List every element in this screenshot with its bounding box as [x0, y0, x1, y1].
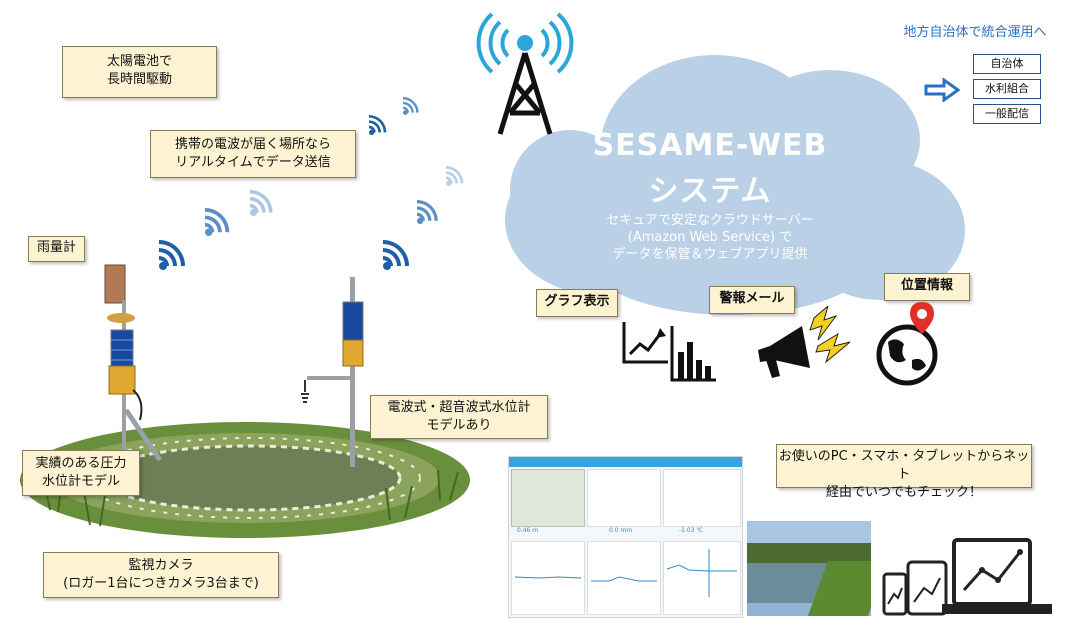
photo-trees	[747, 543, 871, 563]
alert-feature-label: 警報メール	[709, 286, 795, 314]
cell-tower-icon	[476, 12, 574, 135]
solar-label: 太陽電池で 長時間駆動	[62, 46, 217, 98]
integration-item-water-assoc: 水利組合	[973, 79, 1041, 99]
rain-gauge-label: 雨量計	[28, 236, 85, 262]
dashboard-screenshot: 0.46 m 0.0 mm -1.03 ℃	[508, 456, 743, 618]
realtime-label-line1: 携帯の電波が届く場所なら	[174, 137, 331, 152]
integration-item-local-gov: 自治体	[973, 54, 1041, 74]
camera-label-line1: 監視カメラ	[128, 558, 194, 573]
signal-icon	[446, 166, 464, 186]
graph-icon	[622, 322, 716, 382]
devices-check-line1: お使いのPC・スマホ・タブレットからネット	[778, 449, 1030, 482]
rain-gauge-station	[104, 264, 163, 470]
integration-item-public: 一般配信	[973, 104, 1041, 124]
megaphone-icon	[758, 306, 851, 378]
signal-icon	[369, 115, 387, 135]
pressure-model-line1: 実績のある圧力	[35, 456, 127, 471]
dashboard-value-1: 0.46 m	[517, 527, 539, 534]
devices-check-label: お使いのPC・スマホ・タブレットからネット 経由でいつでもチェック！	[776, 444, 1032, 500]
cloud-shape	[505, 55, 965, 315]
pressure-model-label: 実績のある圧力 水位計モデル	[22, 450, 140, 496]
arrow-right-icon	[924, 78, 960, 102]
location-feature-label: 位置情報	[884, 273, 970, 301]
dashboard-table	[587, 469, 661, 527]
camera-label-line2: (ロガー1台につきカメラ3台まで)	[63, 576, 259, 591]
signal-icon	[417, 200, 438, 224]
dashboard-value-3: -1.03 ℃	[679, 527, 704, 534]
graph-feature-label: グラフ表示	[536, 289, 618, 317]
dashboard-header	[509, 457, 742, 467]
signal-icon	[205, 208, 230, 236]
signal-icon	[250, 190, 273, 216]
radio-gauge-station	[301, 277, 364, 467]
dashboard-value-2: 0.0 mm	[609, 527, 633, 534]
camera-label: 監視カメラ (ロガー1台につきカメラ3台まで)	[43, 552, 279, 598]
pressure-model-line2: 水位計モデル	[41, 474, 120, 489]
radio-model-line2: モデルあり	[426, 418, 492, 433]
devices-check-line2: 経由でいつでもチェック！	[825, 485, 982, 500]
radio-model-label: 電波式・超音波式水位計 モデルあり	[370, 395, 548, 439]
cloud-title: SESAME-WEB	[592, 128, 828, 163]
integration-title: 地方自治体で統合運用へ	[903, 25, 1047, 40]
radio-model-line1: 電波式・超音波式水位計	[387, 400, 531, 415]
solar-label-line2: 長時間駆動	[106, 72, 172, 87]
cloud-desc-1: セキュアで安定なクラウドサーバー	[606, 213, 814, 228]
globe-pin-icon	[876, 302, 938, 386]
dashboard-chart-3	[663, 541, 741, 615]
cloud-subtitle: システム	[648, 174, 772, 209]
signal-icon	[383, 240, 409, 270]
realtime-label: 携帯の電波が届く場所なら リアルタイムでデータ送信	[150, 130, 356, 178]
devices-icon	[882, 538, 1052, 616]
solar-label-line1: 太陽電池で	[106, 54, 172, 69]
cloud-desc-2: (Amazon Web Service) で	[627, 230, 793, 245]
dashboard-chart-lines	[514, 549, 737, 597]
dashboard-map	[511, 469, 585, 527]
pond-photo	[747, 521, 871, 616]
dashboard-table-2	[663, 469, 741, 527]
realtime-label-line2: リアルタイムでデータ送信	[175, 155, 331, 170]
signal-icon	[403, 97, 419, 115]
cloud-desc-3: データを保管＆ウェブアプリ提供	[612, 247, 808, 262]
